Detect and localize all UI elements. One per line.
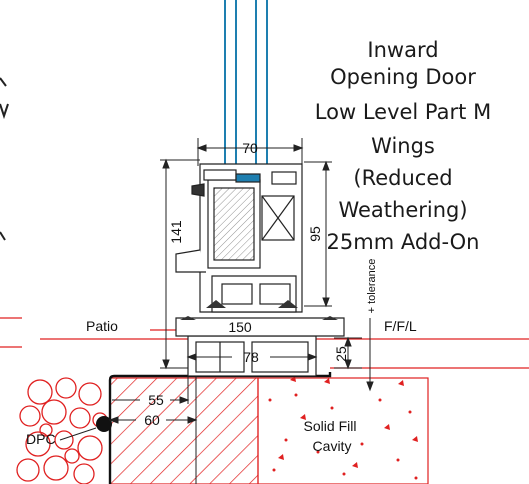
cavity-fill (257, 376, 429, 484)
dim-height-right-label: 95 (307, 226, 323, 242)
title-line: Wings (371, 134, 435, 158)
dim-offset-a-label: 55 (148, 392, 164, 408)
title-line: Low Level Part M (314, 100, 492, 124)
title-line: Opening Door (330, 65, 476, 89)
cropped-left-fragments (0, 77, 22, 348)
ffl-label: F/F/L (384, 318, 417, 334)
dim-height-right (304, 160, 332, 308)
dim-height-left (160, 158, 200, 370)
title-line: Weathering) (338, 198, 468, 222)
title-line: Inward (367, 38, 439, 62)
solid-fill-label: Solid Fill (304, 418, 357, 434)
tolerance-label: + tolerance (366, 259, 378, 314)
tolerance-marker (366, 318, 374, 392)
dpc-label: DPC (26, 431, 56, 447)
dim-width-top (196, 138, 304, 166)
glazing (224, 0, 268, 180)
dim-upstand-label: 25 (333, 346, 349, 362)
dim-offsets (108, 376, 198, 484)
title-line: 25mm Add-On (326, 230, 480, 254)
inner-leaf-hatch (109, 377, 259, 484)
dim-base-width-label: 78 (243, 349, 259, 365)
dim-upstand (334, 336, 362, 370)
cavity-label: Cavity (313, 438, 352, 454)
title-line: (Reduced (353, 166, 453, 190)
dim-offset-b-label: 60 (144, 412, 160, 428)
patio-label: Patio (86, 318, 118, 334)
dim-height-left-label: 141 (168, 220, 184, 244)
center-mark-label: 150 (228, 319, 252, 335)
dim-base-width (186, 353, 318, 361)
threshold-seals (180, 300, 338, 320)
dpc-membrane (96, 372, 332, 484)
dim-width-top-label: 70 (242, 140, 258, 156)
door-frame-profile (175, 163, 345, 337)
